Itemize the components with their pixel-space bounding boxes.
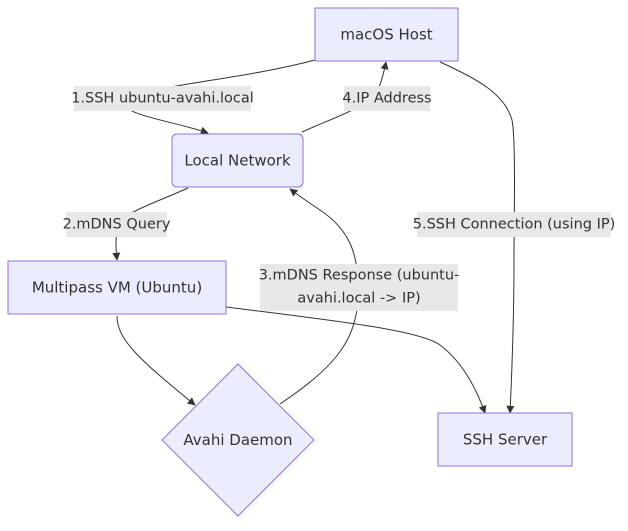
edge-label-bg <box>74 86 251 111</box>
edge-label-1: 1.SSH ubuntu-avahi.local <box>71 86 254 111</box>
edge-ssh-connection <box>439 61 515 414</box>
edge-label-text: 5.SSH Connection (using IP) <box>413 217 616 233</box>
edge-labels: 1.SSH ubuntu-avahi.local 4.IP Address 2.… <box>63 86 616 311</box>
node-avahi-daemon[interactable]: Avahi Daemon <box>161 363 315 517</box>
edge-label-bg <box>260 264 458 311</box>
edge-label-text-line1: 3.mDNS Response (ubuntu- <box>259 268 460 284</box>
node-macos-host[interactable]: macOS Host <box>314 7 459 62</box>
edge-label-5: 5.SSH Connection (using IP) <box>413 212 616 237</box>
edge-vm-to-avahi <box>116 315 196 406</box>
nodes: macOS Host Local Network Multipass VM (U… <box>7 7 573 517</box>
node-multipass-vm[interactable]: Multipass VM (Ubuntu) <box>7 260 227 315</box>
edge-label-2: 2.mDNS Query <box>63 212 171 237</box>
edge-mdns-response <box>279 188 359 405</box>
edge-label-text: 2.mDNS Query <box>63 217 171 233</box>
edges <box>112 59 515 414</box>
node-shape <box>161 363 315 517</box>
node-label: Local Network <box>184 152 291 170</box>
node-ssh-server[interactable]: SSH Server <box>437 412 573 467</box>
node-local-network[interactable]: Local Network <box>171 133 304 188</box>
edge-label-bg <box>417 212 611 237</box>
node-shape <box>314 7 459 62</box>
node-shape <box>437 412 573 467</box>
node-shape <box>171 133 304 188</box>
node-label: macOS Host <box>340 26 432 44</box>
edge-label-bg <box>66 212 167 237</box>
node-shape <box>7 260 227 315</box>
edge-label-bg <box>344 86 430 111</box>
edge-label-text-line2: avahi.local -> IP) <box>297 291 420 307</box>
edge-vm-to-ssh <box>225 306 487 414</box>
node-label: Avahi Daemon <box>183 431 292 449</box>
edge-label-text: 4.IP Address <box>342 91 431 107</box>
node-label: SSH Server <box>463 431 548 449</box>
edge-label-3: 3.mDNS Response (ubuntu- avahi.local -> … <box>259 264 460 311</box>
node-label: Multipass VM (Ubuntu) <box>32 279 202 297</box>
edge-label-text: 1.SSH ubuntu-avahi.local <box>71 91 254 107</box>
edge-label-4: 4.IP Address <box>342 86 432 111</box>
